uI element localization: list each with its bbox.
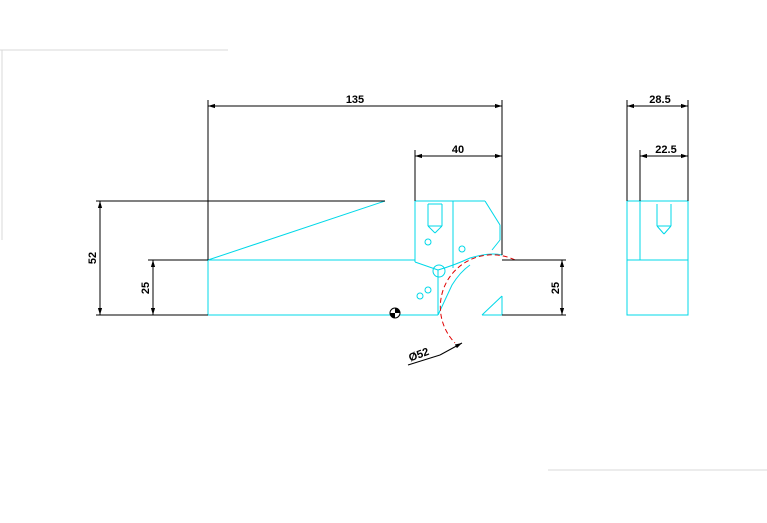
datum-marker	[389, 307, 401, 319]
dim-right-block: 40	[452, 144, 464, 156]
dim-lower-height-left: 25	[140, 282, 152, 294]
dim-outer-width: 28.5	[649, 94, 670, 106]
drawing-frame	[0, 49, 767, 471]
dim-lower-height-right: 25	[550, 282, 562, 294]
dim-inner-width: 22.5	[655, 144, 676, 156]
front-view-dimensions	[96, 100, 566, 366]
dim-total-height: 52	[87, 252, 99, 264]
front-view-part	[207, 200, 503, 316]
side-view-part	[626, 200, 689, 316]
dim-overall-length: 135	[346, 94, 364, 106]
side-view-dimensions	[626, 100, 689, 201]
arc-diameter-52	[439, 254, 516, 344]
